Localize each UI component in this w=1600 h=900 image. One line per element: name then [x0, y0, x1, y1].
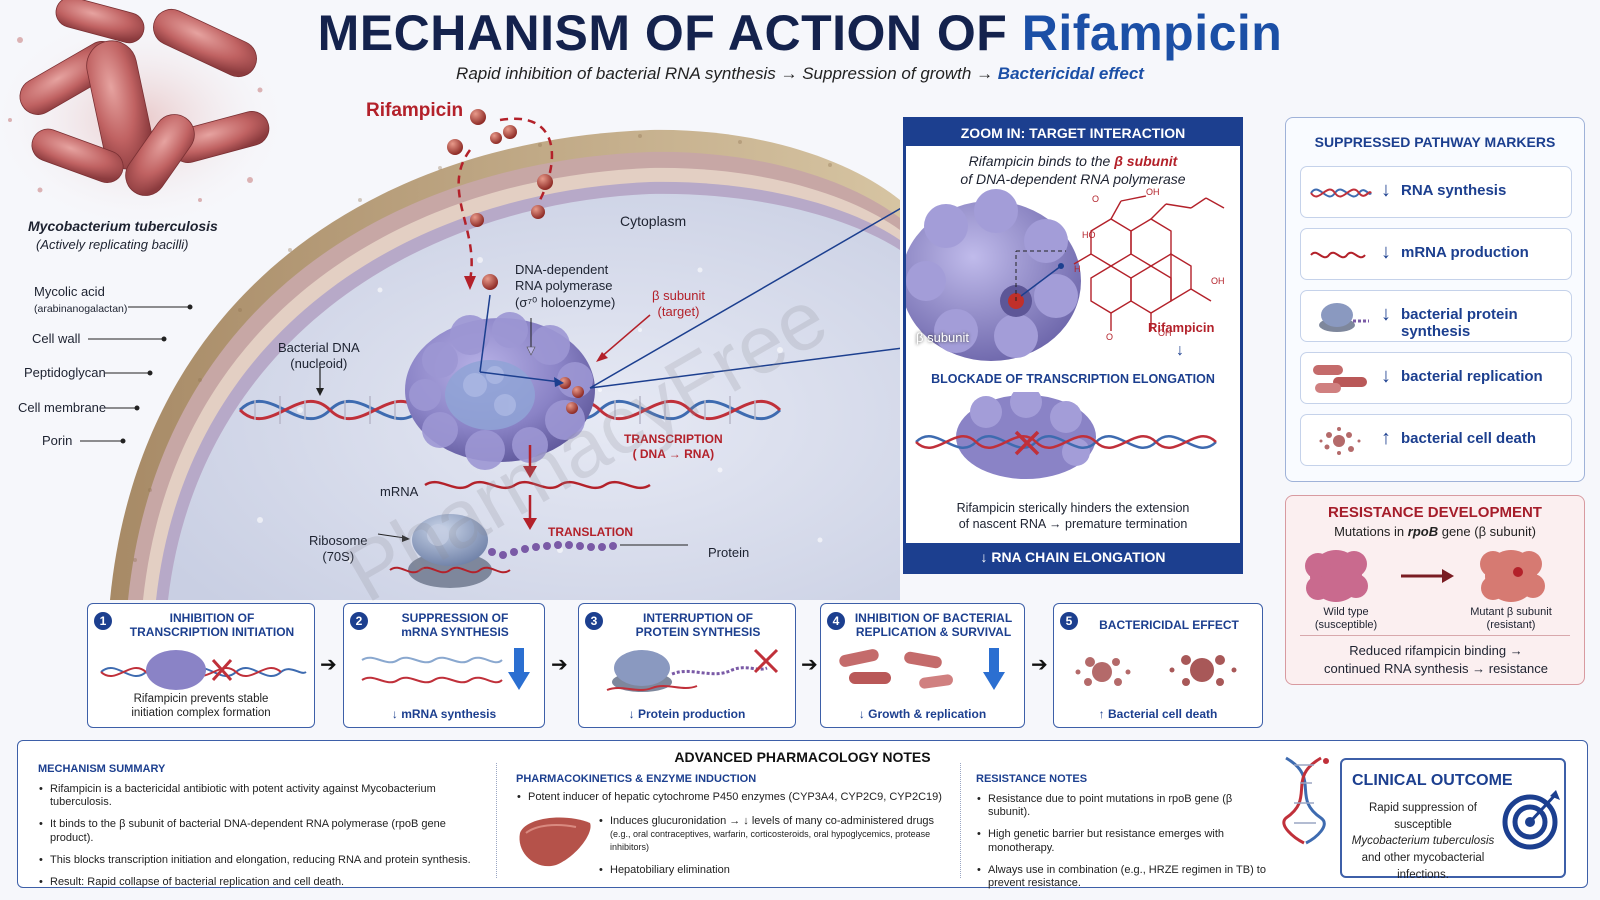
liver-icon — [519, 817, 591, 867]
zoom-rif-label: Rifampicin — [1148, 320, 1215, 335]
svg-text:OH: OH — [1158, 328, 1172, 338]
svg-text:O: O — [1092, 194, 1099, 204]
label-cytoplasm: Cytoplasm — [620, 213, 687, 229]
zoom-footer: ↓ RNA CHAIN ELONGATION — [906, 543, 1240, 571]
wild-type-label: Wild type(susceptible) — [1314, 606, 1378, 632]
notes-divider-2 — [960, 763, 961, 878]
clinical-title: CLINICAL OUTCOME — [1352, 772, 1513, 789]
label-mrna: mRNA — [380, 484, 419, 499]
svg-text:O: O — [1106, 332, 1113, 342]
resistance-development-panel: RESISTANCE DEVELOPMENT Mutations in rpoB… — [1285, 495, 1585, 685]
mrna-wave-icon — [1310, 251, 1366, 259]
marker-protein-synthesis: ↓ bacterial protein synthesis — [1300, 290, 1572, 342]
label-cell-wall: Cell wall — [32, 331, 81, 346]
page-title: MECHANISM OF ACTION OF Rifampicin — [317, 5, 1283, 61]
notes-divider-1 — [496, 763, 497, 878]
step-5-bactericidal-effect: 5 BACTERICIDAL EFFECT ↑ Bacterial cell d… — [1053, 603, 1263, 728]
resistance-divider — [1300, 635, 1570, 636]
pharmacokinetics-notes: PHARMACOKINETICS & ENZYME INDUCTION Pote… — [516, 773, 956, 877]
markers-title: SUPPRESSED PATHWAY MARKERS — [1314, 134, 1556, 150]
step-4-illustration — [839, 648, 1005, 690]
marker-rna-synthesis: ↓ RNA synthesis — [1300, 166, 1572, 218]
step-3-illustration — [606, 648, 779, 692]
bacteria-name: Mycobacterium tuberculosis — [28, 218, 218, 234]
dna-strand-icon — [1282, 756, 1329, 845]
label-bacterial-dna: Bacterial DNA(nucleoid) — [278, 340, 360, 372]
zoom-beta-label: β subunit — [916, 330, 970, 345]
label-rifampicin-entry: Rifampicin — [366, 100, 464, 121]
notes-header: ADVANCED PHARMACOLOGY NOTES — [674, 749, 931, 765]
step-arrow-4: ➔ — [1031, 654, 1048, 676]
step-5-illustration — [1075, 655, 1237, 686]
step-1-illustration — [100, 650, 307, 690]
mechanism-summary: MECHANISM SUMMARY Rifampicin is a bacter… — [38, 763, 483, 898]
clinical-text: Rapid suppression of susceptible Mycobac… — [1351, 802, 1495, 881]
marker-bacterial-replication: ↓ bacterial replication — [1300, 352, 1572, 404]
lysed-bacteria-icon — [1319, 427, 1361, 455]
zoom-hinder-text: Rifampicin sterically hinders the extens… — [956, 501, 1190, 532]
page-subtitle: Rapid inhibition of bacterial RNA synthe… — [456, 64, 1144, 83]
label-porin: Porin — [42, 433, 73, 448]
label-mycolic-acid: Mycolic acid(arabinanogalactan) — [34, 284, 128, 316]
bacteria-cluster-illustration — [0, 0, 290, 220]
pharmacology-notes-panel: ADVANCED PHARMACOLOGY NOTES MECHANISM SU… — [17, 740, 1588, 889]
marker-mrna-production: ↓ mRNA production — [1300, 228, 1572, 280]
target-icon — [1502, 790, 1560, 850]
step-2-illustration — [361, 648, 530, 690]
zoom-blockade-illustration — [915, 392, 1217, 479]
marker-bacterial-cell-death: ↑ bacterial cell death — [1300, 414, 1572, 466]
title-drug-name: Rifampicin — [1021, 5, 1283, 61]
zoom-binding-illustration: OH O HO H OH OH O — [906, 187, 1225, 361]
clinical-outcome-box: CLINICAL OUTCOME Rapid suppression of su… — [1340, 758, 1566, 881]
label-protein: Protein — [708, 545, 750, 560]
resistance-title: RESISTANCE DEVELOPMENT — [1328, 504, 1542, 521]
ribosome-icon — [1319, 303, 1369, 332]
bacteria-note: (Actively replicating bacilli) — [36, 237, 189, 252]
step-arrow-2: ➔ — [551, 654, 568, 676]
dna-helix-icon — [1310, 188, 1372, 198]
resistance-notes: RESISTANCE NOTES Resistance due to point… — [976, 773, 1276, 899]
label-cell-membrane: Cell membrane — [18, 400, 107, 415]
suppressed-markers-panel: SUPPRESSED PATHWAY MARKERS ↓ RNA synthes… — [1285, 117, 1585, 482]
zoom-binding-text: Rifampicin binds to the β subunit of DNA… — [960, 153, 1186, 188]
zoom-down-arrow: ↓ — [1176, 342, 1184, 359]
mutant-label: Mutant β subunit(resistant) — [1470, 606, 1552, 632]
bacterial-cell-diagram — [80, 109, 900, 600]
resistance-note: Reduced rifampicin binding →continued RN… — [1324, 643, 1548, 676]
label-peptidoglycan: Peptidoglycan — [24, 365, 106, 380]
label-transcription: TRANSCRIPTION( DNA → RNA) — [624, 432, 723, 461]
label-translation: TRANSLATION — [548, 525, 634, 539]
svg-text:HO: HO — [1082, 230, 1096, 240]
label-beta-subunit-target: β subunit(target) — [652, 288, 706, 320]
svg-text:OH: OH — [1211, 276, 1225, 286]
step-arrow-3: ➔ — [801, 654, 818, 676]
svg-text:OH: OH — [1146, 187, 1160, 197]
step-arrow-1: ➔ — [320, 654, 337, 676]
bacteria-icon — [1313, 365, 1367, 393]
zoom-target-interaction-panel: ZOOM IN: TARGET INTERACTION Rifampicin b… — [903, 117, 1243, 574]
zoom-blockade-title: BLOCKADE OF TRANSCRIPTION ELONGATION — [931, 372, 1215, 386]
zoom-header: ZOOM IN: TARGET INTERACTION — [906, 120, 1240, 146]
label-ribosome: Ribosome(70S) — [309, 533, 368, 565]
svg-text:H: H — [1074, 264, 1081, 274]
resistance-illustration — [1305, 550, 1545, 602]
resistance-subtitle: Mutations in rpoB gene (β subunit) — [1334, 524, 1536, 539]
